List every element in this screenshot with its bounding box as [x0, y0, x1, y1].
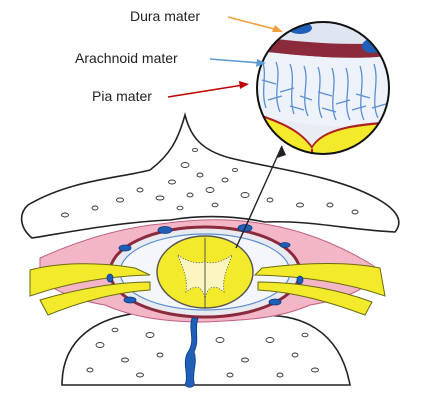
vertebra-posterior-arch	[20, 111, 400, 239]
vertebral-body	[61, 310, 351, 386]
magnified-cord	[257, 113, 389, 154]
epidural-veins	[106, 224, 304, 306]
bone-texture-lower	[86, 327, 319, 378]
dura-pointer-arrowhead	[272, 25, 283, 32]
arachnoid-pointer-line	[209, 58, 261, 64]
magnify-pointer	[235, 145, 283, 249]
magnify-circle-border	[256, 21, 390, 155]
magnified-meninges	[257, 22, 389, 154]
label-pia-mater: Pia mater	[92, 88, 152, 104]
dura-layer-band	[257, 36, 389, 58]
dura-pointer-line	[227, 16, 279, 31]
basivertebral-vein	[184, 317, 199, 388]
magnify-pointer-arrowhead	[277, 146, 286, 158]
label-arachnoid-mater: Arachnoid mater	[75, 50, 178, 66]
nerve-root-left	[29, 263, 151, 297]
arachnoid-pointer-arrowhead	[256, 59, 266, 67]
pia-pointer-arrowhead	[239, 81, 249, 89]
nerve-root-right-lower	[257, 281, 373, 316]
nerve-root-right	[253, 263, 386, 297]
arachnoid-trabeculae	[261, 59, 389, 121]
label-dura-mater: Dura mater	[130, 8, 200, 24]
pia-layer-line	[257, 110, 389, 151]
bone-texture-upper	[61, 147, 359, 218]
nerve-root-left-lower	[39, 281, 151, 316]
pia-pointer-line	[167, 84, 244, 98]
